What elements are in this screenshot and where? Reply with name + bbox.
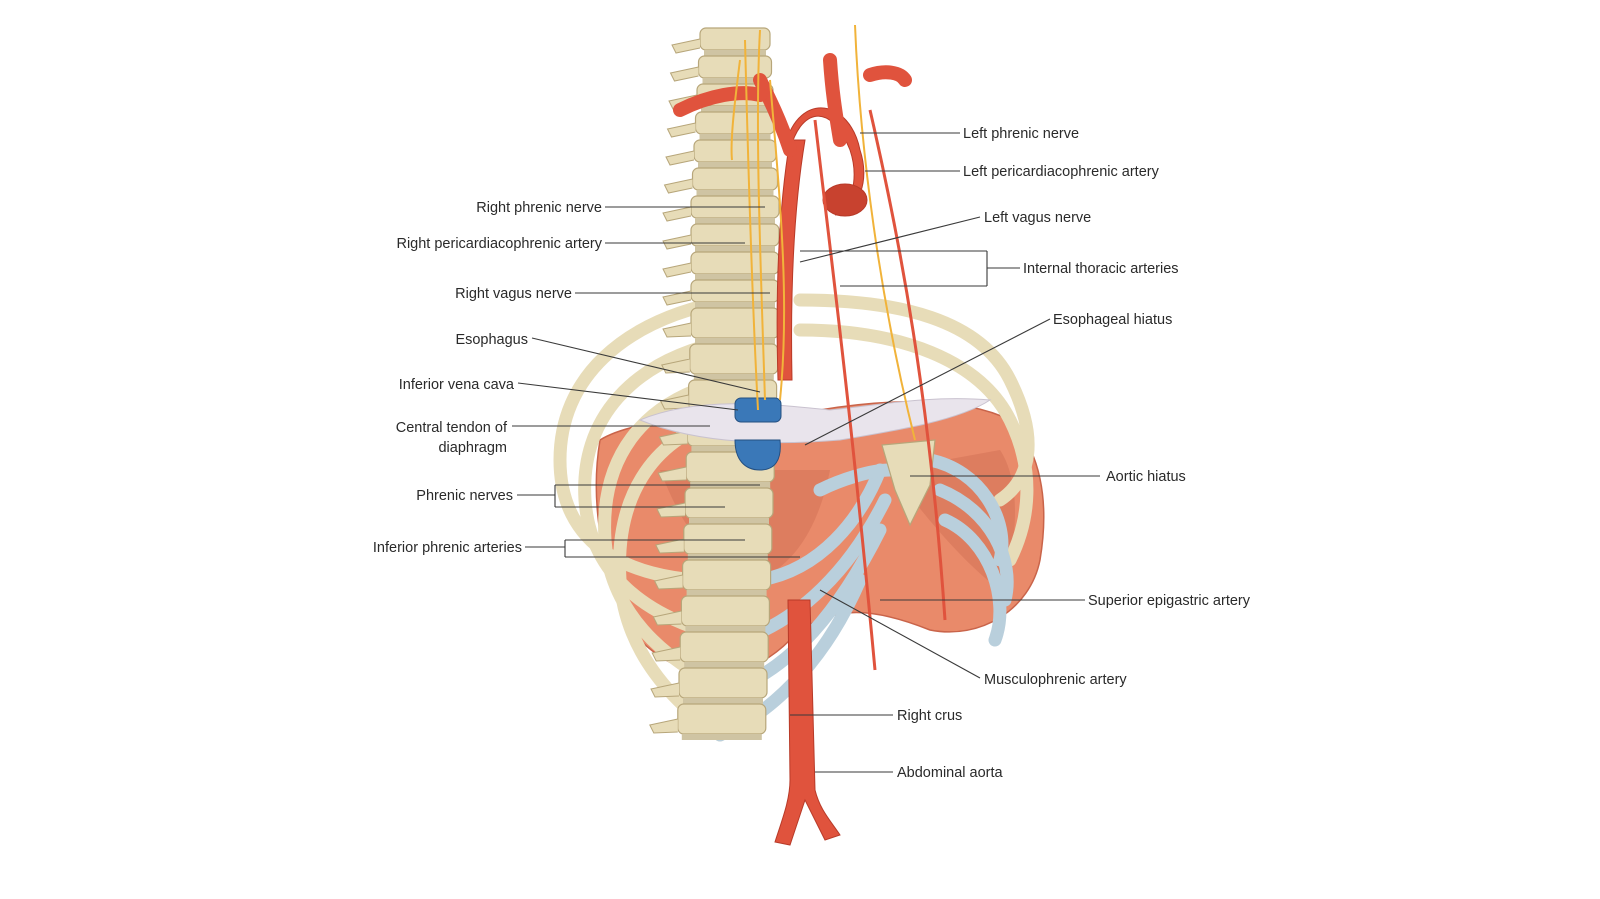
intervertebral-disc [684, 662, 765, 668]
label-musculophrenic-artery: Musculophrenic artery [984, 672, 1127, 688]
intervertebral-disc [683, 698, 763, 704]
anatomy-illustration [553, 24, 1045, 846]
intervertebral-disc [691, 446, 772, 452]
intervertebral-disc [696, 190, 774, 196]
label-esophageal-hiatus: Esophageal hiatus [1053, 312, 1172, 328]
vertebra [684, 487, 774, 519]
label-left-pericardiacophrenic-artery: Left pericardiacophrenic artery [963, 164, 1160, 180]
transverse-process [662, 322, 692, 338]
leader-lines [512, 132, 1100, 773]
transverse-process [650, 682, 680, 698]
intervertebral-disc [702, 78, 768, 84]
transverse-process [662, 262, 692, 278]
intervertebral-disc [704, 50, 766, 56]
transverse-process [657, 466, 687, 482]
vertebra [691, 167, 779, 191]
transverse-process [662, 290, 692, 306]
label-inferior-vena-cava: Inferior vena cava [399, 377, 515, 393]
vertebra [690, 279, 780, 303]
rib-cage [553, 293, 1035, 742]
intervertebral-disc [695, 246, 775, 252]
transverse-process [669, 66, 699, 82]
intervertebral-disc [698, 162, 772, 168]
transverse-process [649, 718, 678, 734]
label-abdominal-aorta: Abdominal aorta [897, 765, 1004, 781]
transverse-process [658, 430, 688, 446]
intervertebral-disc [695, 218, 775, 224]
internal-thoracic-arteries [813, 109, 947, 671]
label-left-phrenic-nerve: Left phrenic nerve [963, 126, 1079, 142]
intervertebral-disc [695, 338, 775, 344]
label-right-vagus-nerve: Right vagus nerve [455, 286, 572, 302]
vertebra [693, 139, 777, 163]
label-central-tendon-line1: Central tendon of [396, 420, 508, 436]
label-phrenic-nerves: Phrenic nerves [416, 488, 513, 504]
xiphoid-process [881, 439, 936, 527]
label-right-crus: Right crus [897, 708, 962, 724]
intervertebral-disc [695, 302, 775, 308]
transverse-process [651, 646, 681, 662]
vertebra [679, 631, 769, 663]
label-aortic-hiatus: Aortic hiatus [1106, 469, 1186, 485]
vertebra [677, 703, 767, 735]
transverse-process [662, 206, 692, 222]
vertebra [678, 667, 768, 699]
vertebra [690, 251, 780, 275]
label-right-phrenic-nerve: Right phrenic nerve [476, 200, 602, 216]
label-right-pericardiacophrenic-artery: Right pericardiacophrenic artery [396, 236, 602, 252]
transverse-process [671, 38, 701, 54]
transverse-process [666, 122, 696, 138]
vertebra [683, 523, 773, 555]
transverse-process [665, 150, 695, 166]
intervertebral-disc [689, 518, 769, 524]
label-esophagus: Esophagus [455, 332, 528, 348]
transverse-process [652, 610, 682, 626]
vertebra [690, 307, 780, 339]
labels: Left phrenic nerve Left pericardiacophre… [373, 126, 1251, 781]
vertebral-column [649, 27, 780, 740]
intervertebral-disc [695, 274, 775, 280]
intervertebral-disc [686, 590, 767, 596]
vertebra [681, 559, 772, 591]
vertebra [680, 595, 771, 627]
intervertebral-disc [699, 134, 771, 140]
transverse-process [663, 178, 693, 194]
intervertebral-disc [693, 374, 774, 380]
transverse-process [655, 538, 684, 554]
transverse-process [662, 234, 692, 250]
label-superior-epigastric-artery: Superior epigastric artery [1088, 593, 1251, 609]
intervertebral-disc [681, 734, 762, 740]
transverse-process [653, 574, 683, 590]
label-internal-thoracic-arteries: Internal thoracic arteries [1023, 261, 1179, 277]
vertebra [694, 111, 776, 135]
label-inferior-phrenic-arteries: Inferior phrenic arteries [373, 540, 522, 556]
nerves [730, 24, 916, 441]
label-left-vagus-nerve: Left vagus nerve [984, 210, 1091, 226]
intervertebral-disc [685, 626, 766, 632]
label-central-tendon-line2: diaphragm [438, 440, 507, 456]
